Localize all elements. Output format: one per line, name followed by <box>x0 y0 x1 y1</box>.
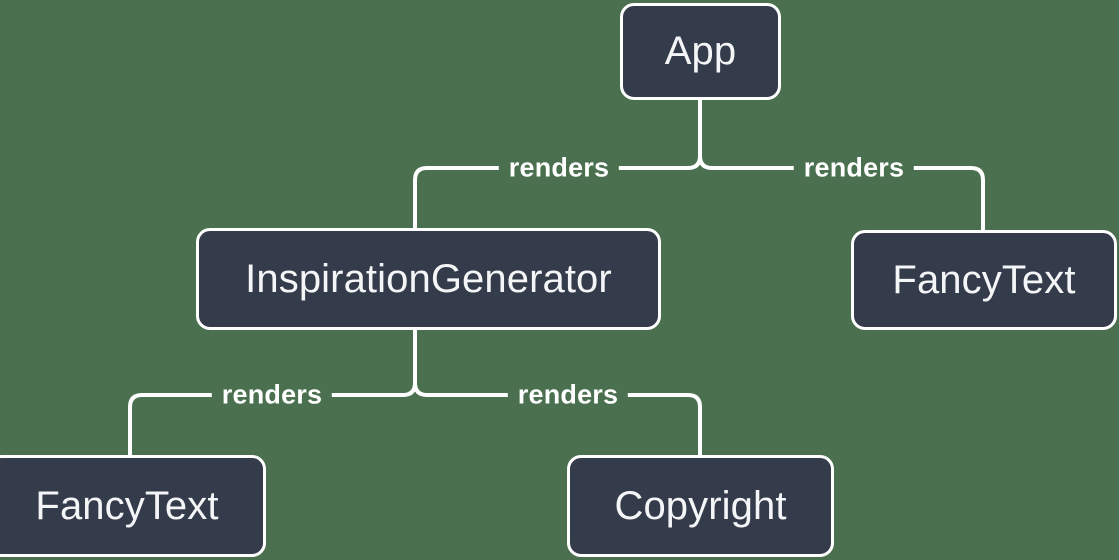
edge-label-inspirationgenerator-to-copyright: renders <box>507 381 629 409</box>
edge-app-trunk <box>686 98 702 170</box>
node-inspiration-generator[interactable]: InspirationGenerator <box>196 228 661 330</box>
edge-inspirationgenerator-trunk <box>401 328 417 397</box>
node-copyright[interactable]: Copyright <box>567 455 834 557</box>
node-app[interactable]: App <box>620 3 781 100</box>
node-fancytext-bottom[interactable]: FancyText <box>0 455 266 557</box>
edge-label-app-to-inspirationgenerator: renders <box>498 154 620 182</box>
node-fancytext-bottom-label: FancyText <box>35 483 219 528</box>
edge-inspirationgenerator-trunk-right <box>413 328 429 397</box>
edge-app-trunk-right <box>698 98 714 170</box>
edge-label-inspirationgenerator-to-fancytext-bottom: renders <box>211 381 333 409</box>
node-fancytext-right-label: FancyText <box>892 257 1076 302</box>
node-inspiration-generator-label: InspirationGenerator <box>245 256 612 301</box>
edge-label-app-to-fancytext-right: renders <box>793 154 915 182</box>
node-copyright-label: Copyright <box>614 483 787 528</box>
node-app-label: App <box>664 29 737 73</box>
node-fancytext-right[interactable]: FancyText <box>851 230 1117 330</box>
